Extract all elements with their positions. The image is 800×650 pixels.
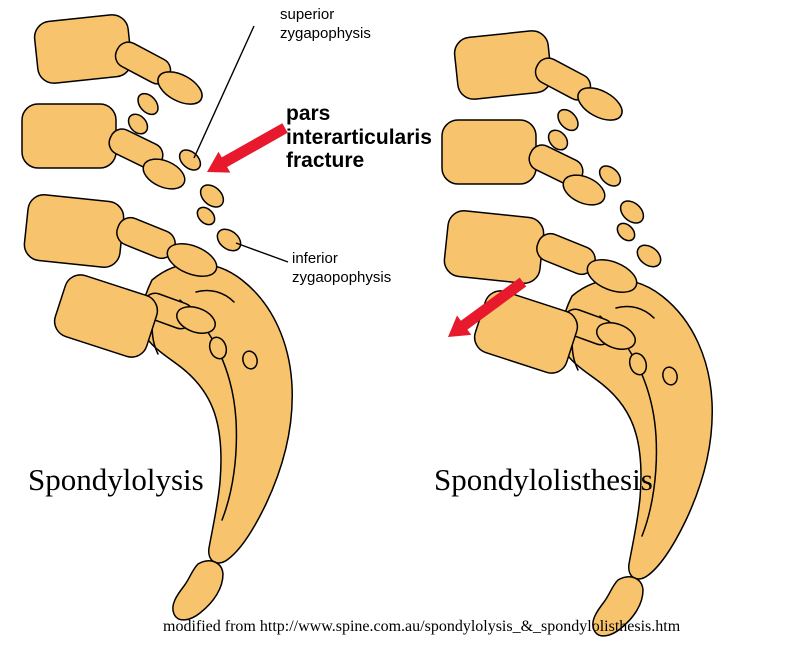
spinous-process-1 — [157, 71, 203, 105]
left-diagram-title: Spondylolysis — [28, 462, 204, 497]
inferior-zygapophysis-process — [216, 228, 242, 252]
pars-fracture-arrow — [207, 123, 288, 173]
superior-zygapophysis-leader-line — [193, 25, 255, 159]
spinous-process-2 — [142, 158, 186, 190]
slippage-direction-arrow — [448, 277, 527, 337]
spondylolysis-spine-drawing — [21, 14, 293, 621]
vertebra-body-3 — [23, 193, 125, 269]
inferior-zygapophysis-leader-line — [235, 242, 289, 263]
spondylolisthesis-spine-drawing — [441, 28, 713, 637]
superior-zygapophysis-label: superior zygapophysis — [280, 6, 371, 42]
vertebra-body-2 — [21, 103, 117, 169]
coccyx-bone — [172, 560, 224, 621]
spinous-process-3 — [166, 243, 218, 277]
pars-fragment-process — [199, 184, 225, 208]
right-diagram-title: Spondylolisthesis — [434, 462, 653, 497]
sacral-foramen-1 — [208, 336, 228, 360]
sacral-top-line — [195, 289, 235, 303]
articular-process-a — [137, 92, 159, 116]
spinous-process-4 — [176, 306, 216, 334]
sacral-foramen-2 — [242, 350, 258, 370]
leader-lines — [193, 25, 289, 263]
articular-process-c — [196, 206, 216, 226]
articular-process-b — [127, 113, 149, 135]
inferior-zygapophysis-label: inferior zygaopophysis — [292, 250, 392, 286]
source-caption: modified from http://www.spine.com.au/sp… — [163, 618, 681, 635]
vertebra-body-4 — [53, 274, 159, 358]
pars-interarticularis-fracture-label: pars interarticularis fracture — [286, 102, 432, 173]
